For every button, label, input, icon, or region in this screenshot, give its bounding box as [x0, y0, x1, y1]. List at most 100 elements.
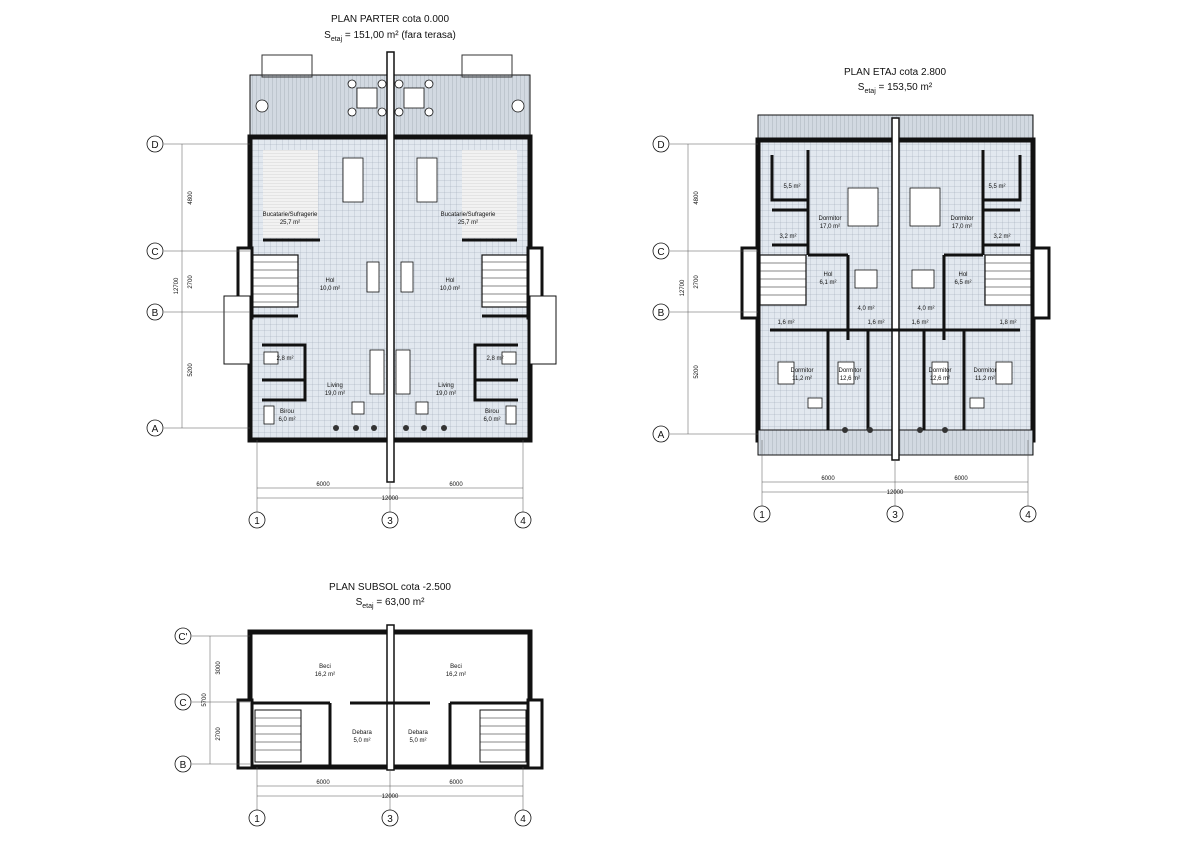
- room-area: 3,2 m²: [779, 234, 796, 240]
- room-name: Dormitor: [928, 368, 951, 374]
- ground-furniture: [263, 157, 517, 425]
- room-area: 25,7 m²: [280, 220, 300, 226]
- upper-furniture: [777, 187, 1013, 409]
- axis-label: 4: [520, 516, 526, 527]
- axis-label: 4: [520, 814, 526, 825]
- room-area: 5,0 m²: [353, 738, 370, 744]
- axis-label: A: [658, 430, 665, 441]
- stairs-basement: [254, 709, 527, 763]
- room-area: 1,6 m²: [777, 320, 794, 326]
- room-area: 11,2 m²: [792, 376, 812, 382]
- dimensions-basement: 3000 2700 5700 6000 6000 12000: [202, 661, 463, 800]
- axis-label: B: [180, 760, 187, 771]
- axis-label: 3: [892, 510, 898, 521]
- room-area: 2,8 m²: [486, 356, 503, 362]
- room-name: Living: [438, 383, 454, 389]
- room-name: Hol: [823, 272, 832, 278]
- room-name: Hol: [958, 272, 967, 278]
- room-area: 19,0 m²: [436, 391, 456, 397]
- col-axes-upper: 1 3 4: [753, 505, 1037, 523]
- room-area: 3,2 m²: [993, 234, 1010, 240]
- axis-label: C: [657, 247, 664, 258]
- grid-lines-ground: [164, 143, 524, 520]
- dim-horizontal: 6000: [449, 780, 463, 786]
- bay-left-upper-floor: [740, 246, 760, 320]
- terrace-pergola-left: [261, 54, 313, 78]
- row-axes-upper: D C B A: [652, 135, 670, 443]
- dim-vertical: 4800: [694, 191, 700, 205]
- room-area: 5,0 m²: [409, 738, 426, 744]
- plan-parter-title: PLAN PARTER cota 0.000: [331, 14, 449, 25]
- room-name: Hol: [325, 278, 334, 284]
- room-area: 19,0 m²: [325, 391, 345, 397]
- room-area: 16,2 m²: [315, 672, 335, 678]
- plan-etaj: PLAN ETAJ cota 2.800 Setaj = 153,50 m²: [652, 67, 1051, 523]
- party-wall-basement: [386, 624, 395, 771]
- dim-vertical-total: 12700: [680, 279, 686, 296]
- axis-label: B: [152, 308, 159, 319]
- dim-vertical: 2700: [188, 275, 194, 289]
- bay-right-upper-floor: [1031, 246, 1051, 320]
- interior-walls-upper: [770, 150, 1022, 430]
- dim-vertical-total: 5700: [202, 693, 208, 707]
- dim-vertical: 3000: [216, 661, 222, 675]
- plan-parter: PLAN PARTER cota 0.000 Setaj = 151,00 m²…: [146, 14, 557, 529]
- basement-bay-left: [236, 698, 254, 770]
- room-name: Beci: [450, 664, 462, 670]
- room-area: 4,0 m²: [917, 306, 934, 312]
- plants-front: [333, 425, 447, 431]
- dim-horizontal: 6000: [316, 482, 330, 488]
- axis-label: 4: [1025, 510, 1031, 521]
- dim-horizontal: 6000: [316, 780, 330, 786]
- dim-vertical: 2700: [216, 727, 222, 741]
- plan-subsol-title: PLAN SUBSOL cota -2.500: [329, 582, 451, 593]
- stairs-ground: [251, 254, 529, 308]
- terrace-pergola-right: [461, 54, 513, 78]
- room-name: Dormitor: [973, 368, 996, 374]
- interior-walls-basement: [252, 701, 528, 767]
- room-name: Birou: [280, 409, 294, 415]
- kitchen-floor-right: [462, 150, 517, 238]
- room-area: 12,6 m²: [930, 376, 950, 382]
- room-area: 17,0 m²: [952, 224, 972, 230]
- col-axes-ground: 1 3 4: [248, 511, 532, 529]
- room-area: 6,5 m²: [954, 280, 971, 286]
- dim-horizontal-total: 12000: [382, 496, 399, 502]
- room-name: Dormitor: [838, 368, 861, 374]
- axis-label: A: [152, 424, 159, 435]
- terrace-furniture: [255, 79, 525, 117]
- dim-horizontal: 6000: [954, 476, 968, 482]
- room-area: 6,1 m²: [819, 280, 836, 286]
- porch-right: [529, 295, 557, 365]
- kitchen-floor-left: [263, 150, 318, 238]
- room-area: 10,0 m²: [440, 286, 460, 292]
- dim-vertical: 2700: [694, 275, 700, 289]
- dim-horizontal-total: 12000: [382, 794, 399, 800]
- plan-subsol: PLAN SUBSOL cota -2.500 Setaj = 63,00 m²…: [174, 582, 544, 827]
- row-axes-ground: D C B A: [146, 135, 164, 437]
- axis-label: 1: [759, 510, 765, 521]
- room-area: 2,8 m²: [276, 356, 293, 362]
- room-area: 5,5 m²: [988, 184, 1005, 190]
- dim-vertical-total: 12700: [174, 277, 180, 294]
- room-area: 11,2 m²: [975, 376, 995, 382]
- dim-vertical: 5200: [188, 363, 194, 377]
- room-labels-upper: 5,5 m² 5,5 m² Dormitor 17,0 m² Dormitor …: [777, 184, 1016, 382]
- room-name: Debara: [352, 730, 372, 736]
- dim-vertical: 5200: [694, 365, 700, 379]
- room-area: 1,8 m²: [999, 320, 1016, 326]
- porch-left: [223, 295, 251, 365]
- room-name: Dormitor: [818, 216, 841, 222]
- interior-walls-ground: [250, 238, 530, 402]
- room-area: 10,0 m²: [320, 286, 340, 292]
- dimensions-upper: 4800 2700 5200 12700 6000 6000 12000: [680, 191, 968, 496]
- axis-label: 1: [254, 516, 260, 527]
- axis-label: C: [179, 698, 186, 709]
- axis-label: 1: [254, 814, 260, 825]
- plants-upper: [842, 427, 948, 433]
- room-labels-ground: Bucatarie/Sufragerie 25,7 m² Bucatarie/S…: [263, 212, 504, 423]
- room-name: Bucatarie/Sufragerie: [263, 212, 318, 218]
- plan-subsol-area: Setaj = 63,00 m²: [356, 597, 425, 610]
